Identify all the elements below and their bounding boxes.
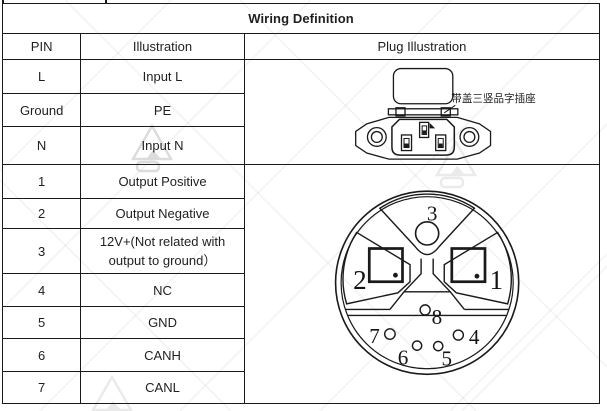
- insulator-top-region: [378, 193, 476, 256]
- pin-3-hole: [414, 221, 440, 246]
- pin-1-label: 1: [489, 265, 503, 295]
- column-header-pin: PIN: [1, 33, 82, 60]
- table-row: 7 CANL: [1, 371, 600, 405]
- power-inlet-illustration: 带盖三竖品字插座: [354, 68, 536, 160]
- slot-neutral-mark: [438, 143, 443, 148]
- pin-cell: N: [1, 126, 82, 165]
- inlet-cover: [392, 68, 454, 105]
- pin-7-label: 7: [369, 324, 380, 348]
- slot-ground: [418, 121, 430, 139]
- table-header-row: PIN Illustration Plug Illustration: [1, 33, 601, 60]
- connector-outer-ring: [334, 190, 520, 376]
- pin-1-keying-dot: [474, 273, 480, 279]
- slot-ground-mark: [422, 130, 426, 135]
- pin-5-hole: [432, 340, 444, 352]
- slot-neutral: [434, 134, 447, 152]
- pin-6-label: 6: [397, 346, 408, 370]
- slot-live: [400, 134, 412, 152]
- pin-cell: 4: [1, 273, 82, 308]
- illustration-cell: PE: [80, 93, 245, 127]
- pin-6-hole: [411, 340, 423, 351]
- pin-8-hole: [419, 304, 431, 316]
- pin-cell: 6: [1, 338, 82, 373]
- pin-cell: L: [1, 59, 82, 94]
- pin-8-label: 8: [431, 305, 442, 329]
- inlet-annotation: 带盖三竖品字插座: [451, 92, 536, 105]
- table-row: 1 Output Positive: [1, 163, 601, 405]
- circular-connector-figure-cell: 3 2 1 8 7 4 6 5: [243, 163, 601, 405]
- slot-live-mark: [404, 143, 409, 148]
- screw-hole-right-inner: [463, 131, 476, 144]
- connector-inner-ring: [340, 196, 514, 370]
- pin-cell: 2: [1, 198, 82, 230]
- insulator-center-stem-left: [389, 258, 422, 310]
- illustration-cell: NC: [80, 273, 245, 308]
- table-row: N Input N: [1, 126, 600, 165]
- illustration-cell: 12V+(Not related with output to ground）: [80, 228, 245, 275]
- illustration-cell: Output Negative: [80, 198, 245, 230]
- illustration-cell: Input L: [80, 59, 245, 94]
- pin-1-contact: [450, 247, 487, 284]
- screw-hole-left: [366, 127, 387, 148]
- table-row: 3 12V+(Not related with output to ground…: [1, 228, 600, 275]
- pin-2-contact: [367, 247, 404, 284]
- table-row: L Input L: [1, 59, 601, 165]
- illustration-cell: CANH: [80, 338, 245, 373]
- pin-4-hole: [452, 329, 464, 341]
- illustration-cell: Input N: [80, 126, 245, 165]
- table-row: Ground PE: [1, 93, 600, 127]
- pin-cell: 3: [1, 228, 82, 275]
- insulator-right-region: [443, 231, 512, 305]
- table-row: 5 GND: [1, 306, 600, 340]
- pin-2-keying-dot: [392, 272, 398, 278]
- cropped-row-border-mid: [105, 0, 107, 4]
- cropped-row-border-left: [2, 0, 4, 4]
- column-header-illustration: Illustration: [80, 33, 245, 60]
- insulator-left-region: [342, 231, 411, 305]
- insulator-center-stem-right: [432, 258, 465, 310]
- power-inlet-figure-cell: 带盖三竖品字插座: [243, 59, 601, 165]
- table-row: 4 NC: [1, 273, 600, 308]
- screw-hole-left-inner: [370, 131, 383, 144]
- pin-4-label: 4: [469, 325, 480, 349]
- pin-7-hole: [383, 328, 396, 340]
- illustration-cell: CANL: [80, 371, 245, 405]
- wiring-definition-table: Wiring Definition PIN Illustration Plug …: [1, 3, 601, 405]
- pin-5-label: 5: [441, 347, 452, 371]
- mounting-flange: [354, 116, 491, 160]
- circular-connector-illustration: 3 2 1 8 7 4 6 5: [334, 190, 520, 376]
- inlet-hinge-lug-left: [395, 107, 406, 117]
- pin-cell: 5: [1, 306, 82, 340]
- column-header-plug-illustration: Plug Illustration: [243, 33, 601, 60]
- screw-hole-right: [459, 127, 480, 148]
- pin-cell: 7: [1, 371, 82, 405]
- table-title-row: Wiring Definition: [2, 3, 600, 34]
- pin-cell: Ground: [1, 93, 82, 127]
- inlet-hinge-bar: [387, 108, 459, 116]
- annotation-leader-line: [443, 105, 456, 114]
- pin-2-label: 2: [353, 265, 367, 295]
- inlet-hinge-lug-right: [440, 107, 451, 117]
- socket-body: [390, 118, 455, 157]
- pin-3-label: 3: [427, 201, 438, 225]
- slot-ground-inner: [421, 125, 427, 136]
- pointer-triangle: [429, 123, 435, 129]
- illustration-cell: GND: [80, 306, 245, 340]
- pin-cell: 1: [1, 163, 82, 200]
- illustration-cell: Output Positive: [80, 163, 245, 200]
- table-title: Wiring Definition: [2, 3, 600, 34]
